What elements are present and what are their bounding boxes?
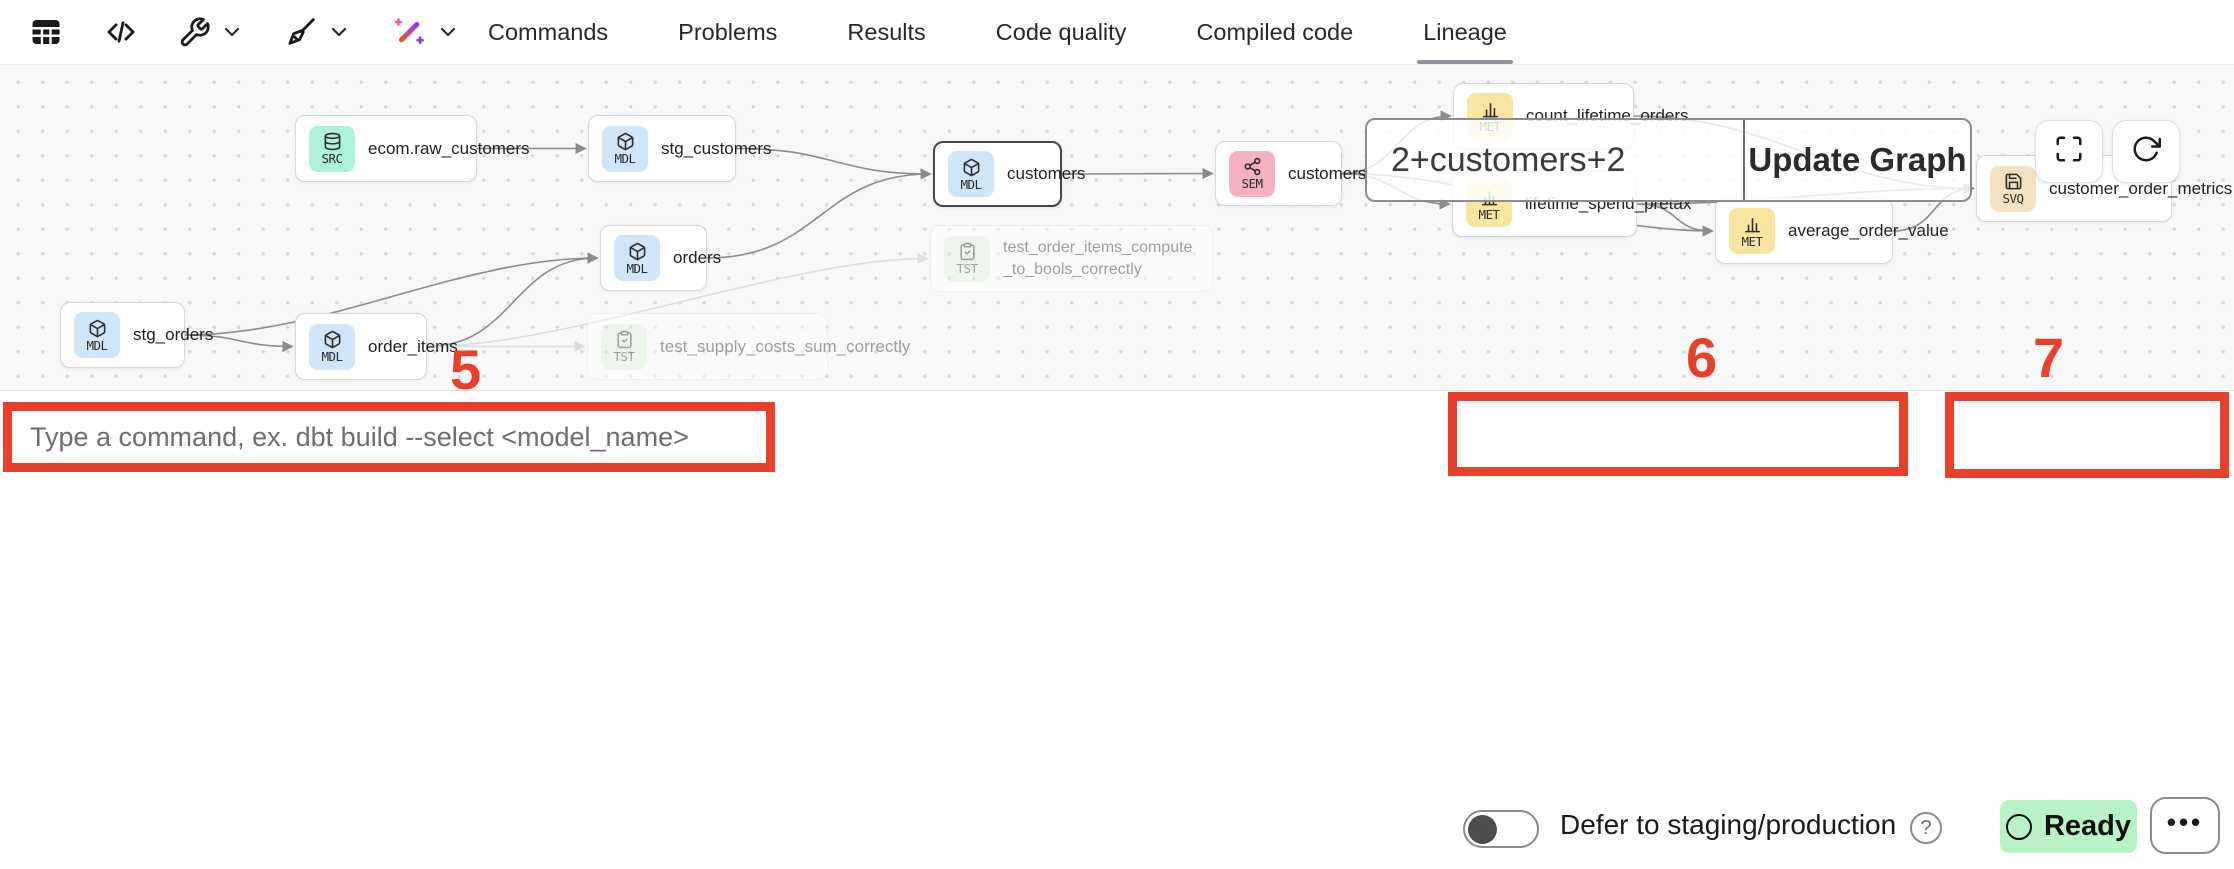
src-icon: [323, 132, 342, 152]
lineage-node-stg_orders[interactable]: MDL stg_orders: [60, 302, 213, 368]
refresh-icon: [2131, 134, 2161, 169]
top-bar: Commands Problems Results Code quality Compi…: [0, 0, 2234, 65]
magic-wand-icon: [391, 14, 427, 50]
defer-toggle[interactable]: [1463, 810, 1539, 848]
lineage-node-orders[interactable]: MDL orders: [600, 225, 721, 291]
code-tool-button[interactable]: [104, 15, 138, 49]
mdl-badge: MDL: [74, 312, 120, 358]
lineage-node-order_items[interactable]: MDL order_items: [295, 313, 458, 380]
edge-stg_customers-to-customers: [735, 147, 932, 180]
graph-selector-input[interactable]: 2+customers+2: [1367, 120, 1745, 200]
broom-icon: [284, 15, 318, 49]
ready-status-button[interactable]: Ready: [2000, 800, 2137, 853]
mdl-badge: MDL: [309, 323, 355, 370]
ready-label: Ready: [2043, 810, 2132, 842]
help-icon[interactable]: ?: [1910, 812, 1942, 844]
met-icon: [1481, 100, 1500, 120]
svq-icon: [2004, 172, 2023, 192]
mdl-icon: [616, 132, 635, 152]
lineage-node-test_order_items[interactable]: TST test_order_items_compute_to_bools_cor…: [930, 225, 1213, 292]
refresh-button[interactable]: [2112, 120, 2180, 183]
status-circle-icon: [2005, 813, 2032, 840]
edge-customers-to-customers_sem: [1061, 167, 1214, 180]
mdl-badge: MDL: [602, 125, 648, 172]
node-label: order_items: [368, 336, 458, 356]
tab-compiled-code[interactable]: Compiled code: [1196, 18, 1354, 45]
tab-lineage[interactable]: Lineage: [1417, 0, 1513, 64]
tab-results[interactable]: Results: [847, 18, 926, 45]
mdl-icon: [88, 319, 107, 339]
edge-order_items-to-test_order_items: [426, 252, 929, 348]
lineage-node-customers[interactable]: MDL customers: [933, 141, 1085, 207]
panel-tabs: Commands Problems Results Code quality Compi…: [488, 0, 1513, 64]
edge-order_items-to-orders: [426, 252, 599, 348]
mdl-badge: MDL: [614, 235, 660, 281]
edge-stg_orders-to-orders: [184, 252, 599, 336]
broom-tool-button[interactable]: [284, 15, 351, 49]
node-label: customer_order_metrics: [2049, 178, 2233, 198]
mdl-icon: [323, 330, 342, 350]
node-label: customers: [1288, 163, 1367, 183]
chevron-down-icon[interactable]: [436, 20, 460, 44]
graph-selector-overlay: 2+customers+2 Update Graph: [1365, 118, 1972, 202]
chevron-down-icon[interactable]: [220, 20, 244, 44]
lineage-node-average_order_value[interactable]: MET average_order_value: [1715, 198, 1949, 264]
mdl-icon: [628, 242, 647, 262]
lineage-node-ecom_raw_customers[interactable]: SRC ecom.raw_customers: [295, 115, 530, 182]
more-options-button[interactable]: •••: [2150, 797, 2220, 854]
met-icon: [1743, 215, 1762, 235]
met-badge: MET: [1729, 208, 1775, 254]
svq-badge: SVQ: [1990, 165, 2036, 212]
fullscreen-icon: [2054, 134, 2084, 169]
node-label: stg_orders: [133, 325, 214, 344]
fullscreen-button[interactable]: [2035, 120, 2103, 183]
code-icon: [104, 15, 138, 49]
table-icon: [28, 14, 64, 50]
node-label: ecom.raw_customers: [368, 138, 530, 158]
tst-icon: [958, 242, 977, 262]
node-label: average_order_value: [1788, 221, 1949, 240]
lineage-node-stg_customers[interactable]: MDL stg_customers: [588, 115, 772, 182]
sem-badge: SEM: [1229, 150, 1275, 197]
edge-orders-to-customers: [706, 168, 932, 259]
sem-icon: [1243, 157, 1262, 177]
wrench-icon: [178, 16, 211, 49]
node-label: stg_customers: [661, 138, 772, 158]
wrench-tool-button[interactable]: [178, 16, 244, 49]
defer-toggle-label: Defer to staging/production: [1560, 809, 1897, 840]
tab-problems[interactable]: Problems: [678, 18, 778, 45]
tab-commands[interactable]: Commands: [488, 18, 609, 45]
mdl-icon: [962, 158, 981, 178]
bottom-command-bar: Defer to staging/production ? Ready •••: [0, 390, 2234, 854]
tst-badge: TST: [944, 235, 990, 282]
mdl-badge: MDL: [948, 151, 994, 197]
node-label: test_supply_costs_sum_correctly: [660, 336, 911, 356]
tst-badge: TST: [601, 323, 647, 370]
table-tool-button[interactable]: [28, 14, 64, 50]
tab-code-quality[interactable]: Code quality: [995, 18, 1127, 45]
node-label: test_order_items_compute_to_bools_correc…: [1003, 238, 1193, 278]
update-graph-button[interactable]: Update Graph: [1748, 141, 1967, 178]
lineage-node-customers_sem[interactable]: SEM customers: [1215, 141, 1366, 206]
tst-icon: [615, 330, 634, 350]
toggle-knob: [1468, 814, 1497, 844]
node-label: customers: [1007, 164, 1086, 183]
node-label: orders: [673, 248, 722, 267]
chevron-down-icon[interactable]: [327, 20, 351, 44]
editor-toolbar: [28, 0, 460, 64]
magic-wand-tool-button[interactable]: [391, 14, 460, 50]
lineage-node-test_supply_costs[interactable]: TST test_supply_costs_sum_correctly: [587, 313, 910, 380]
edge-lifetime_spend_pretax-to-average_order_value: [1636, 203, 1714, 237]
src-badge: SRC: [309, 125, 355, 172]
